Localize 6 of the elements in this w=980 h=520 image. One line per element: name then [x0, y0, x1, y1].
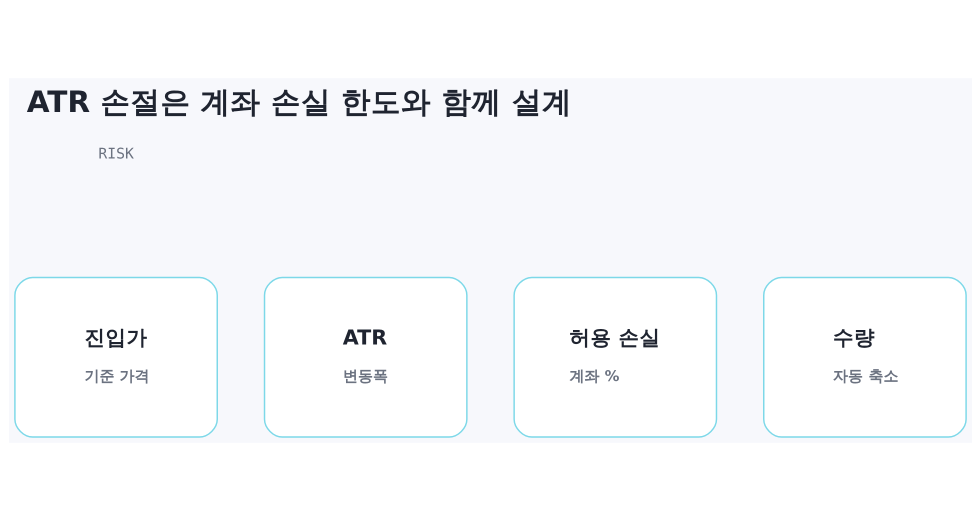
- node-box: 수량 자동 축소: [762, 276, 966, 438]
- node-box: ATR 변동폭: [263, 276, 468, 438]
- node-box: 진입가 기준 가격: [14, 276, 218, 438]
- diagram-title: ATR 손절은 계좌 손실 한도와 함께 설계: [26, 84, 572, 119]
- node-box: 허용 손실 계좌 %: [512, 276, 717, 438]
- label: RISK: [98, 145, 134, 162]
